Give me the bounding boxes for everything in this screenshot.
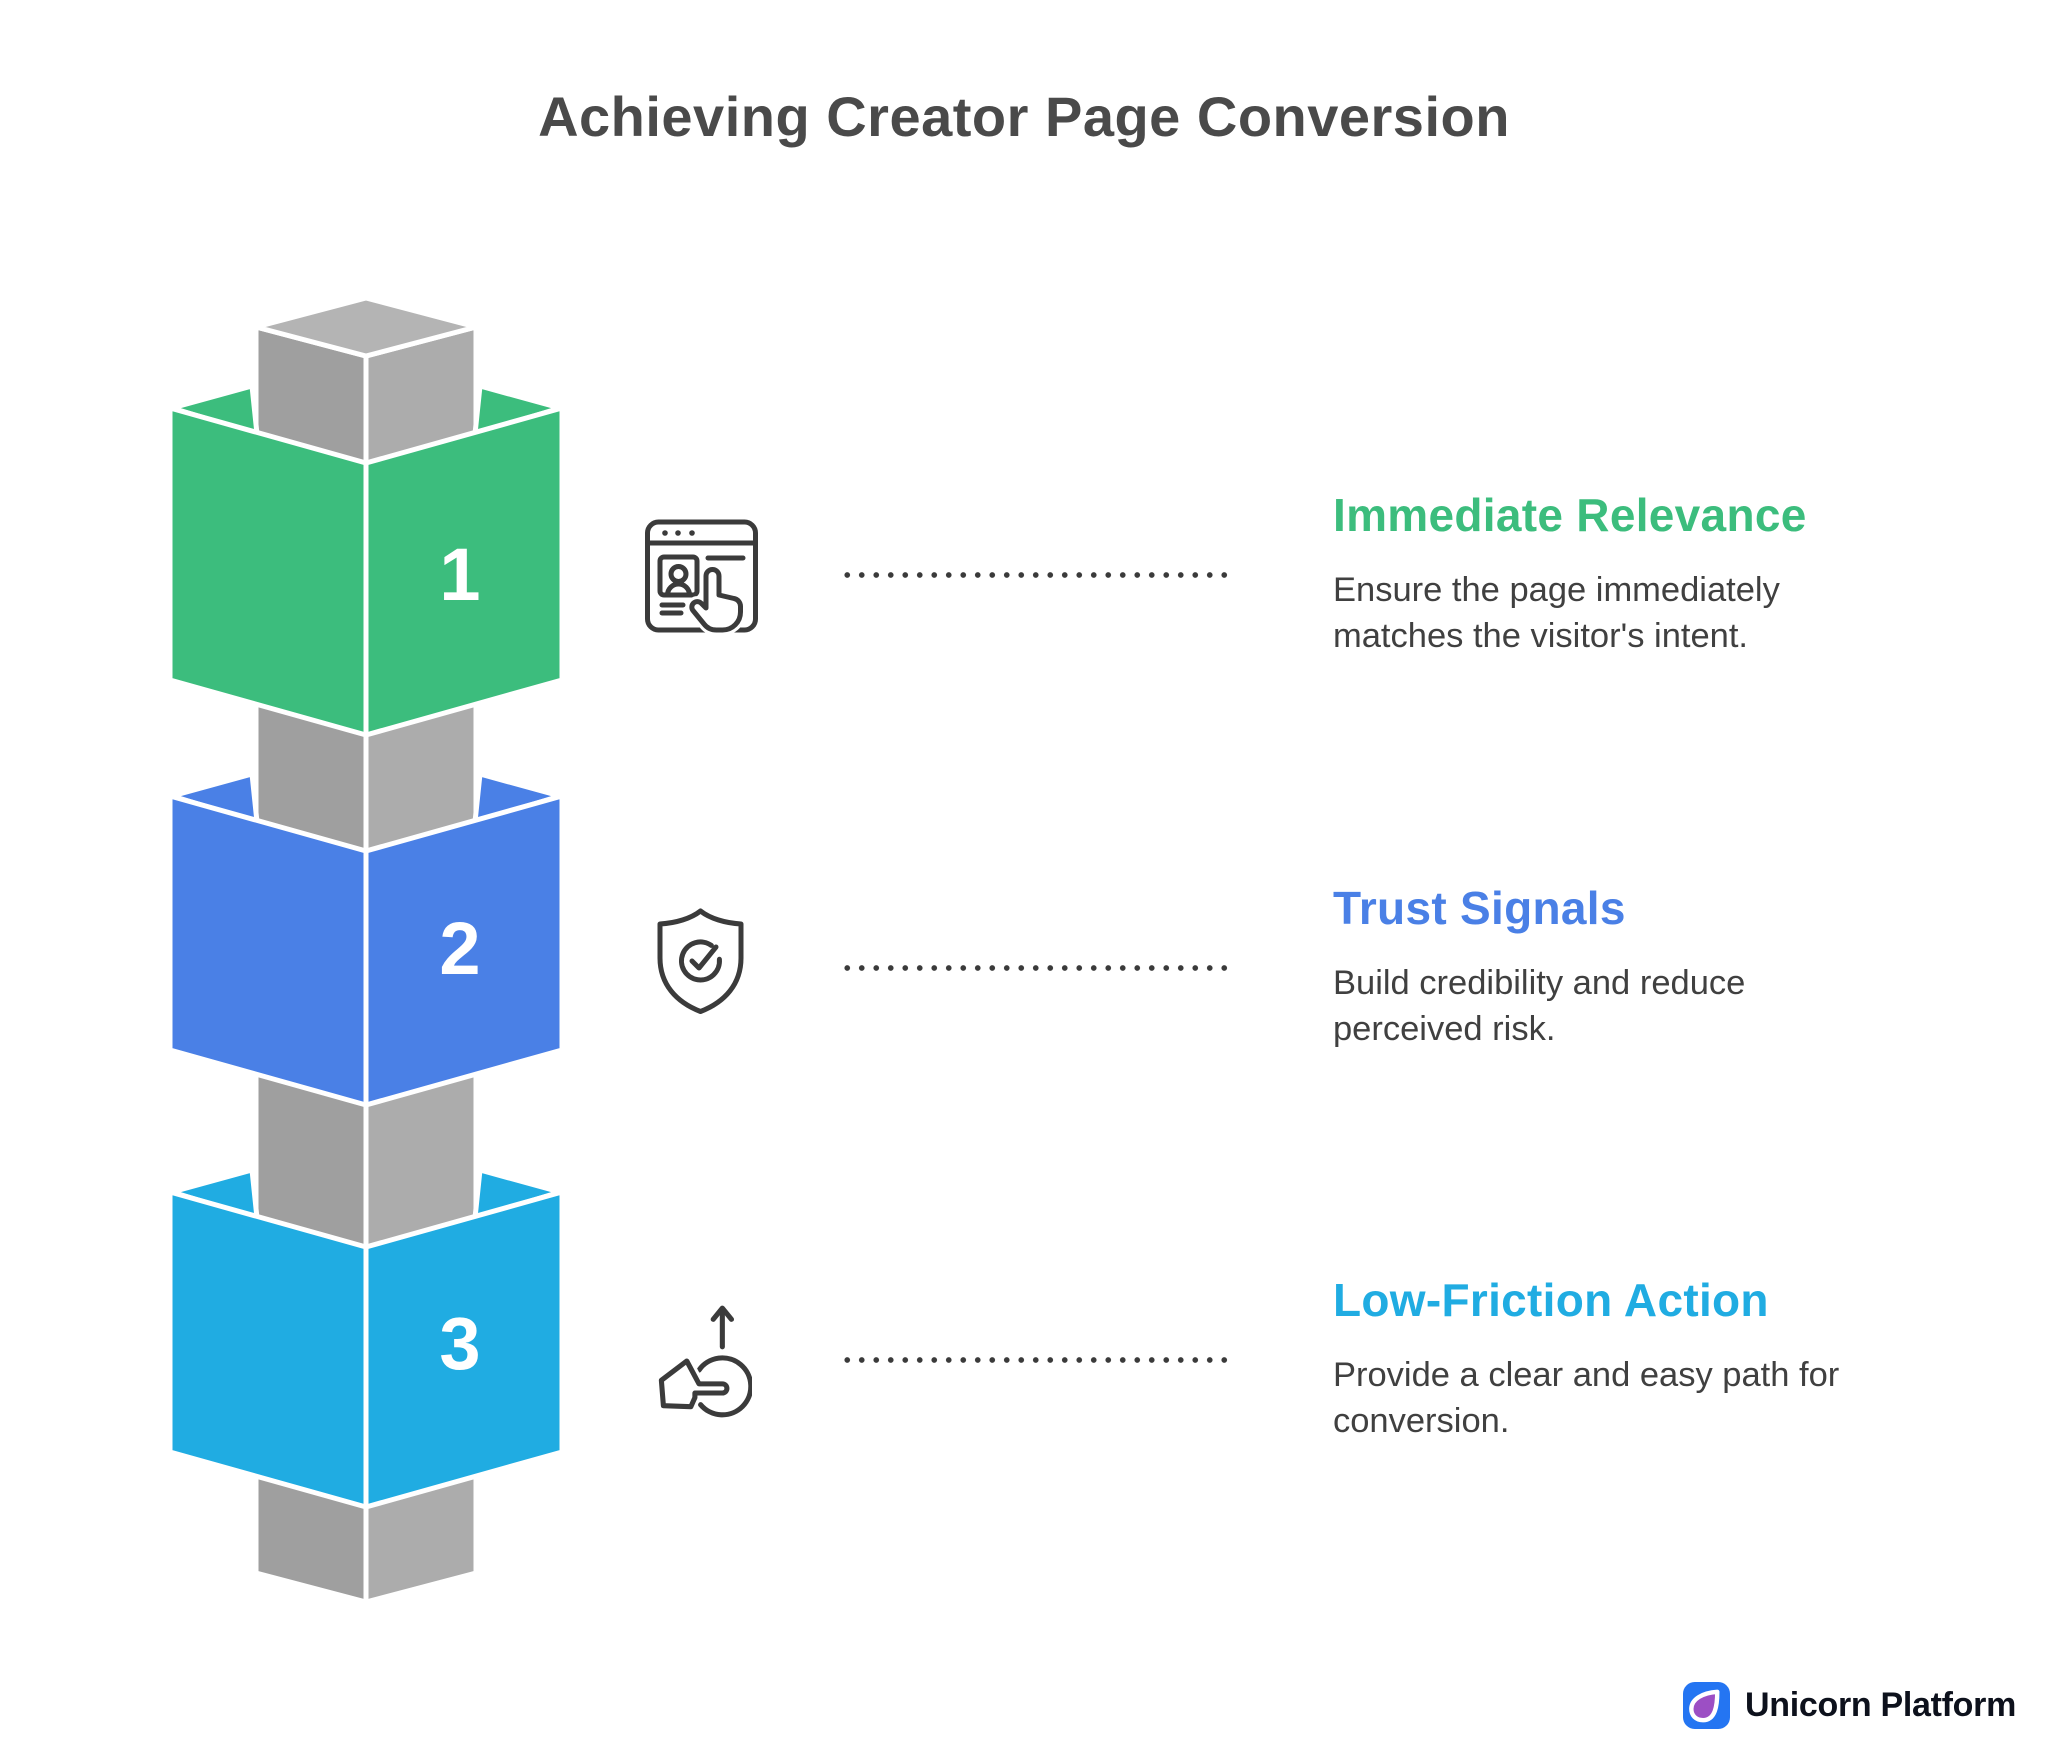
step-2-text: Trust Signals Build credibility and redu… — [1333, 881, 1913, 1052]
connector-top-face — [246, 295, 486, 359]
cursor-hand — [689, 567, 743, 633]
logo-droplet — [1689, 1689, 1720, 1723]
step-3-text: Low-Friction Action Provide a clear and … — [1333, 1273, 1913, 1444]
gesture-circle — [696, 1355, 752, 1418]
shield-outline — [657, 908, 744, 1014]
brand-name: Unicorn Platform — [1745, 1686, 2017, 1724]
dotted-line-2 — [840, 965, 1232, 971]
block-1-left-face — [167, 404, 369, 739]
dotted-line-1 — [840, 572, 1232, 578]
block-2-left-face — [167, 792, 369, 1109]
block-1: 1 — [163, 382, 569, 739]
profile-shoulders — [665, 581, 692, 598]
block-3: 3 — [163, 1166, 569, 1511]
step-2-description: Build credibility and reduce perceived r… — [1333, 964, 1746, 1048]
browser-dots — [662, 530, 695, 536]
block-2-right-face — [363, 792, 565, 1109]
shield-check-icon — [657, 908, 744, 1014]
page-title: Achieving Creator Page Conversion — [538, 85, 1510, 148]
browser-frame — [645, 519, 758, 633]
step-1-description: Ensure the page immediately matches the … — [1333, 571, 1780, 655]
unicorn-platform-logo-icon — [1683, 1682, 1730, 1729]
dotted-line-3 — [840, 1357, 1232, 1363]
step-3-heading: Low-Friction Action — [1333, 1274, 1769, 1326]
profile-head — [668, 564, 689, 584]
hand-tap-up-icon — [655, 1305, 752, 1418]
up-arrow-head — [710, 1305, 735, 1322]
step-3-description: Provide a clear and easy path for conver… — [1333, 1356, 1840, 1440]
profile-card — [657, 554, 700, 598]
flick-hand — [658, 1358, 730, 1410]
step-1-text: Immediate Relevance Ensure the page imme… — [1333, 488, 1913, 659]
block-3-number: 3 — [439, 1302, 480, 1385]
brand-badge: Unicorn Platform — [1683, 1682, 2016, 1729]
check-mark — [689, 944, 719, 971]
block-3-left-face — [167, 1188, 369, 1511]
check-circle — [679, 939, 722, 983]
block-1-right-face — [363, 404, 565, 739]
block-3-right-face — [363, 1188, 565, 1511]
block-2-number: 2 — [439, 907, 480, 990]
step-2-heading: Trust Signals — [1333, 882, 1626, 934]
step-1-heading: Immediate Relevance — [1333, 489, 1807, 541]
block-2: 2 — [163, 770, 569, 1109]
browser-profile-click-icon — [645, 519, 758, 636]
block-1-number: 1 — [439, 533, 480, 616]
